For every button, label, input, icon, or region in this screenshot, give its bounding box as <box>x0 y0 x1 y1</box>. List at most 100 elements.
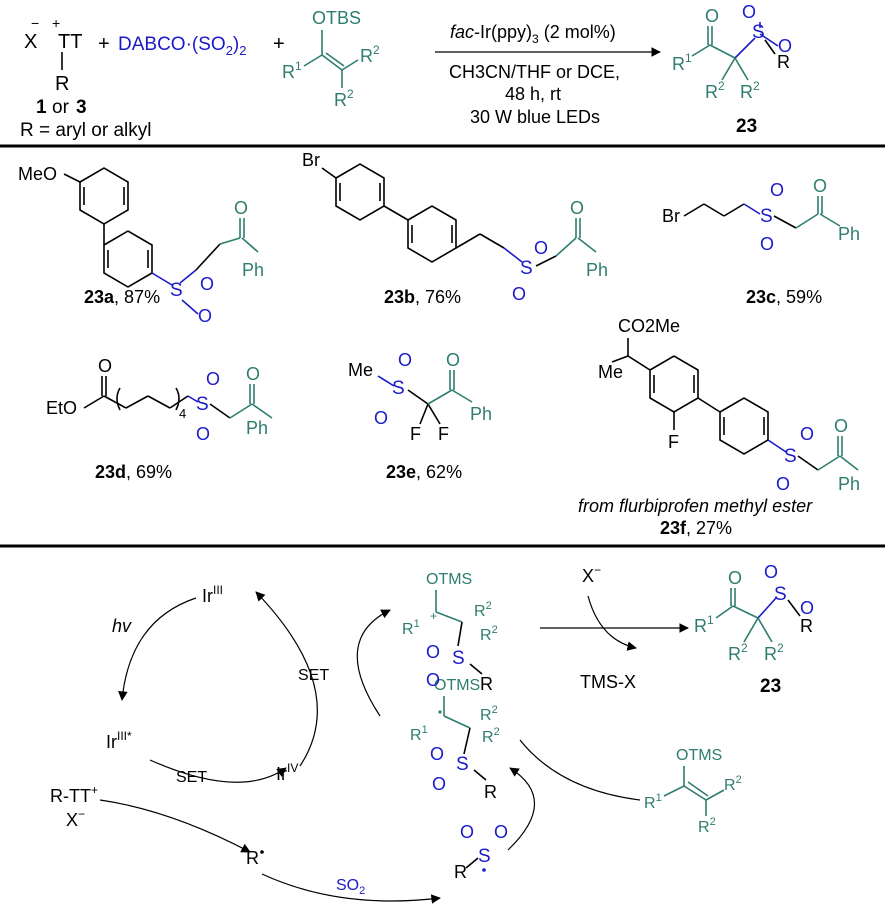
svg-text:Br: Br <box>302 150 320 170</box>
r1-label: R1 <box>282 59 302 82</box>
svg-text:O: O <box>200 274 214 294</box>
svg-text:O: O <box>426 670 440 690</box>
svg-text:S: S <box>784 446 797 467</box>
rtt-salt: R-TT+ <box>50 783 98 806</box>
svg-text:R: R <box>800 616 813 636</box>
svg-text:O: O <box>728 568 742 588</box>
svg-text:S: S <box>452 648 465 669</box>
time: 48 h, rt <box>505 84 561 104</box>
svg-text:O: O <box>742 2 756 22</box>
svg-text:Me: Me <box>348 360 373 380</box>
svg-text:S: S <box>478 846 491 867</box>
r-radical: R <box>246 848 259 868</box>
svg-text:O: O <box>570 198 584 218</box>
svg-text:O: O <box>398 350 412 370</box>
set-label-1: SET <box>176 769 207 786</box>
svg-text:R2: R2 <box>728 641 748 664</box>
svg-text:O: O <box>760 234 774 254</box>
svg-text:OTMS: OTMS <box>434 677 480 694</box>
co2me-label: CO2Me <box>618 316 680 336</box>
svg-text:Ph: Ph <box>838 474 860 494</box>
svg-text:O: O <box>234 198 248 218</box>
compound-23b: Br S O O O Ph 23b, 76% <box>302 150 608 307</box>
hv-label: hv <box>112 616 132 636</box>
svg-text:O: O <box>800 424 814 444</box>
svg-text:O: O <box>776 474 790 494</box>
svg-text:R2: R2 <box>698 816 716 836</box>
product-label: 23 <box>736 116 757 137</box>
label-23c: 23c, 59% <box>746 287 822 307</box>
svg-text:O: O <box>770 180 784 200</box>
svg-text:S: S <box>760 206 773 227</box>
compound-23a: MeO S O Ph O O 23a, 87% <box>18 164 264 326</box>
flurbiprofen-note: from flurbiprofen methyl ester <box>578 496 813 516</box>
svg-text:R1: R1 <box>410 724 428 744</box>
svg-text:R2: R2 <box>482 726 500 746</box>
svg-text:O: O <box>534 238 548 258</box>
svg-text:Ph: Ph <box>586 260 608 280</box>
svg-text:O: O <box>196 424 210 444</box>
svg-text:O: O <box>198 306 212 326</box>
compound-3: 3 <box>76 97 87 118</box>
p-r2b: R2 <box>740 79 760 102</box>
light: 30 W blue LEDs <box>470 107 600 127</box>
anion-charge: − <box>31 15 39 31</box>
so2-label: SO2 <box>336 877 365 897</box>
svg-text:O: O <box>813 176 827 196</box>
svg-text:O: O <box>374 408 388 428</box>
r-note: R = aryl or alkyl <box>20 120 151 141</box>
svg-text:O: O <box>460 822 474 842</box>
svg-text:S: S <box>196 394 209 415</box>
svg-text:O: O <box>705 6 719 26</box>
svg-text:OTMS: OTMS <box>676 747 722 764</box>
svg-text:R: R <box>454 862 467 882</box>
tt-label: TT <box>58 31 82 53</box>
svg-text:4: 4 <box>179 406 186 421</box>
svg-text:+: + <box>430 609 437 623</box>
p-r2a: R2 <box>705 79 725 102</box>
svg-text:R: R <box>484 782 497 802</box>
svg-text:X−: X− <box>582 563 601 586</box>
label-23d: 23d, 69% <box>95 462 172 482</box>
svg-text:R: R <box>777 52 790 72</box>
otbs-label: OTBS <box>312 8 361 28</box>
label-23f: 23f, 27% <box>660 518 732 538</box>
ir-iii-star: IrIII* <box>106 729 132 752</box>
general-reaction: X − + TT R 1 or 3 R = aryl or alkyl + DA… <box>20 2 792 141</box>
anion-x: X <box>24 31 37 53</box>
solvent: CH3CN/THF or DCE, <box>449 62 620 82</box>
svg-text:S: S <box>774 584 787 605</box>
svg-text:O: O <box>98 356 112 376</box>
svg-text:Ph: Ph <box>838 224 860 244</box>
ir-iii: IrIII <box>202 583 223 606</box>
compound-1: 1 <box>36 97 47 118</box>
dabco-reagent: DABCO·(SO2)2 <box>118 34 246 58</box>
p-r1: R1 <box>672 51 692 74</box>
svg-text:O: O <box>494 822 508 842</box>
svg-text:O: O <box>206 369 220 389</box>
product-23: O R1 S O O R R2 R2 23 <box>672 2 792 137</box>
r2-label-2: R2 <box>334 87 354 110</box>
svg-text:S: S <box>170 280 183 301</box>
catalyst: fac-Ir(ppy)3 (2 mol%) <box>450 22 616 46</box>
svg-text:S: S <box>520 258 533 279</box>
compound-23c: Br S O O O Ph 23c, 59% <box>662 176 860 307</box>
svg-text:R2: R2 <box>724 774 742 794</box>
svg-text:R1: R1 <box>694 613 714 636</box>
ir-iv: IrIV <box>276 761 298 784</box>
svg-text:R: R <box>480 674 493 694</box>
svg-text:Ph: Ph <box>242 260 264 280</box>
svg-text:Ph: Ph <box>470 404 492 424</box>
x-anion: X− <box>66 807 85 830</box>
svg-text:R1: R1 <box>402 618 420 638</box>
svg-text:O: O <box>430 744 444 764</box>
svg-text:Br: Br <box>662 206 680 226</box>
svg-text:R2: R2 <box>474 600 492 620</box>
compound-23d: EtO O 4 S O O O Ph 23d, 69% <box>46 356 273 482</box>
svg-text:O: O <box>512 284 526 304</box>
plus-1: + <box>98 33 110 55</box>
cation-charge: + <box>52 15 60 31</box>
mechanism: IrIII hv IrIII* SET IrIV SET R-TT+ X− R … <box>50 562 814 904</box>
svg-text:O: O <box>426 642 440 662</box>
